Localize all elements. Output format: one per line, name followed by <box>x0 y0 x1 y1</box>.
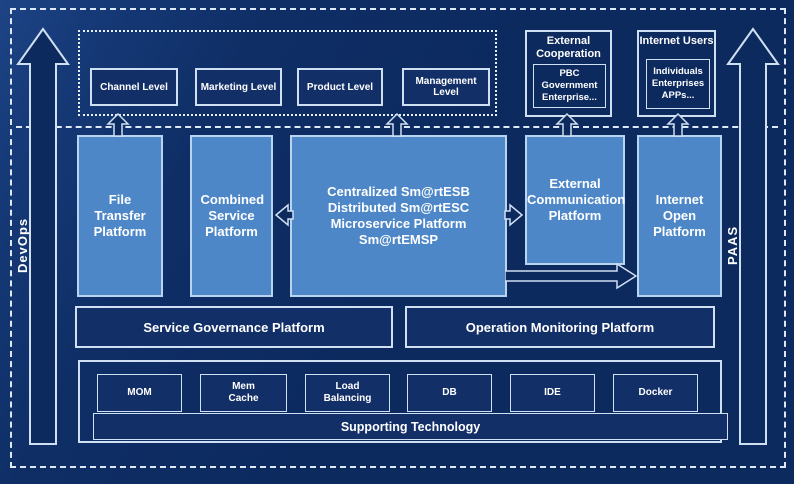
up-arrow-icon <box>106 112 130 137</box>
product-level-label: Product Level <box>306 81 374 93</box>
up-arrow-icon <box>555 112 579 137</box>
internet-users-line: APPs... <box>661 89 695 101</box>
supporting-technology-label: Supporting Technology <box>340 419 481 434</box>
external-cooperation-box: External Cooperation PBC Government Ente… <box>525 30 612 117</box>
internet-open-platform-box: Internet Open Platform <box>637 135 722 297</box>
operation-monitoring-platform-box: Operation Monitoring Platform <box>405 306 715 348</box>
tech-box-docker: Docker <box>613 374 698 412</box>
tech-box-mom: MOM <box>97 374 182 412</box>
paas-rail-label: PAAS <box>725 225 740 265</box>
tech-label-mem-cache: Mem Cache <box>228 381 259 404</box>
file-transfer-platform-label: File Transfer Platform <box>93 191 147 240</box>
central-esb-line: Microservice Platform Sm@rtEMSP <box>330 216 467 248</box>
external-cooperation-line: PBC Government <box>541 68 598 92</box>
tech-label-mom: MOM <box>127 387 152 398</box>
central-esb-platform-box: Centralized Sm@rtESB Distributed Sm@rtES… <box>290 135 507 297</box>
tech-box-db: DB <box>407 374 492 412</box>
tech-label-ide: IDE <box>544 387 561 398</box>
combined-service-platform-box: Combined Service Platform <box>190 135 273 297</box>
internet-users-title: Internet Users <box>639 35 714 47</box>
tech-label-docker: Docker <box>638 387 673 398</box>
internet-users-line: Enterprises <box>651 78 705 90</box>
flow-arrow-icon <box>505 262 638 290</box>
marketing-level-box: Marketing Level <box>195 68 282 106</box>
outer-dashed-frame <box>10 8 786 468</box>
file-transfer-platform-box: File Transfer Platform <box>77 135 163 297</box>
tech-box-load-balancing: Load Balancing <box>305 374 390 412</box>
channel-level-box: Channel Level <box>90 68 178 106</box>
external-communication-platform-label: External Communication Platform <box>527 175 626 224</box>
tech-box-ide: IDE <box>510 374 595 412</box>
product-level-box: Product Level <box>297 68 383 106</box>
external-communication-platform-box: External Communication Platform <box>525 135 625 265</box>
internet-open-platform-label: Internet Open Platform <box>653 191 706 240</box>
central-esb-line: Distributed Sm@rtESC <box>327 199 470 215</box>
up-arrow-icon <box>666 112 690 137</box>
management-level-box: Management Level <box>402 68 490 106</box>
service-governance-platform-box: Service Governance Platform <box>75 306 393 348</box>
supporting-group-box <box>78 360 722 443</box>
up-arrow-icon <box>385 112 409 137</box>
arrow-left-icon <box>274 203 294 227</box>
service-governance-platform-label: Service Governance Platform <box>143 319 325 335</box>
combined-service-platform-label: Combined Service Platform <box>200 191 265 240</box>
external-cooperation-title: External Cooperation <box>536 35 601 61</box>
central-esb-line: Centralized Sm@rtESB <box>327 183 470 199</box>
levels-group-box <box>78 30 497 116</box>
tech-label-load-balancing: Load Balancing <box>323 381 372 404</box>
tech-box-mem-cache: Mem Cache <box>200 374 287 412</box>
internet-users-box: Internet Users Individuals Enterprises A… <box>637 30 716 117</box>
supporting-technology-box: Supporting Technology <box>93 413 728 440</box>
paas-up-arrow-icon <box>726 27 780 445</box>
tech-label-db: DB <box>442 387 457 398</box>
arrow-right-icon <box>504 203 524 227</box>
devops-up-arrow-icon <box>16 27 70 445</box>
management-level-label: Management Level <box>415 76 477 98</box>
internet-users-content-box: Individuals Enterprises APPs... <box>646 59 710 109</box>
channel-level-label: Channel Level <box>100 81 168 93</box>
external-cooperation-line: Enterprise... <box>542 91 597 103</box>
internet-users-line: Individuals <box>653 66 703 78</box>
devops-rail-label: DevOps <box>15 217 30 273</box>
marketing-level-label: Marketing Level <box>200 81 277 93</box>
external-cooperation-content-box: PBC Government Enterprise... <box>533 64 606 108</box>
operation-monitoring-platform-label: Operation Monitoring Platform <box>465 319 655 335</box>
